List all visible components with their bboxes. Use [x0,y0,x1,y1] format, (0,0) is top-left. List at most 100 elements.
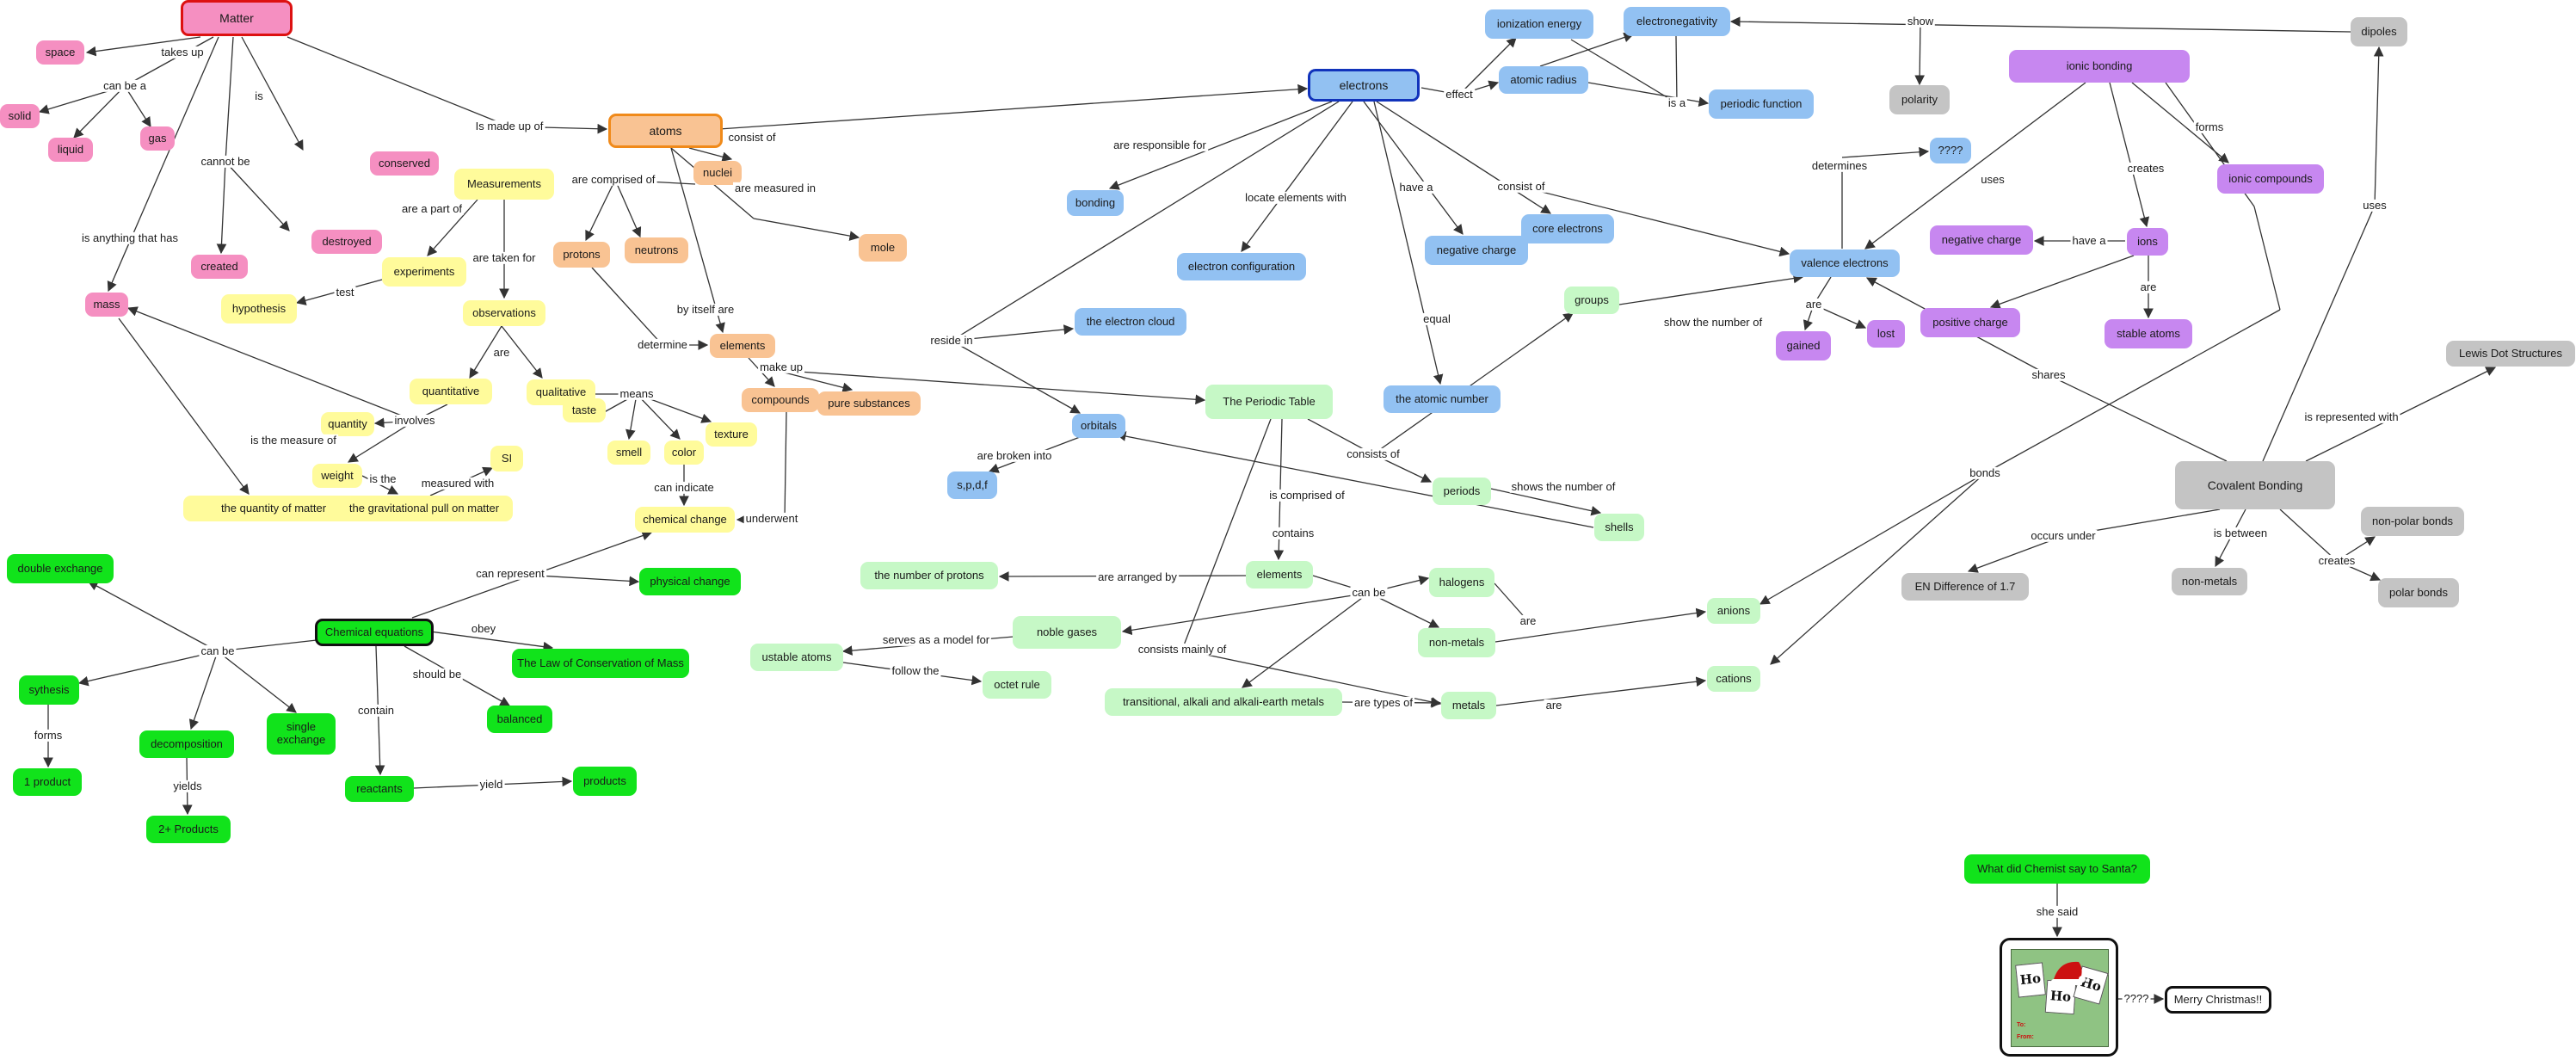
node-lost[interactable]: lost [1867,320,1905,348]
node-merry-christmas[interactable]: Merry Christmas!! [2165,986,2271,1014]
node-two-products[interactable]: 2+ Products [146,816,231,843]
node-groups[interactable]: groups [1564,287,1619,314]
node-ionic-compounds[interactable]: ionic compounds [2217,164,2324,194]
node-nonmetals-green[interactable]: non-metals [1418,628,1495,657]
node-octet-rule[interactable]: octet rule [983,671,1051,699]
node-destroyed[interactable]: destroyed [311,230,382,254]
node-created[interactable]: created [191,255,248,279]
node-atomic-radius[interactable]: atomic radius [1499,66,1588,94]
node-gas[interactable]: gas [140,126,175,151]
node-dipoles[interactable]: dipoles [2351,17,2407,46]
node-nonpolar-bonds[interactable]: non-polar bonds [2361,507,2464,536]
node-christmas-card[interactable]: Ho Ho Ho To: From: [2000,938,2118,1057]
edge-atoms-electrons [718,83,1309,130]
node-nonmetals-covalent[interactable]: non-metals [2172,568,2247,595]
node-matter[interactable]: Matter [181,0,293,36]
node-si[interactable]: SI [490,446,523,471]
node-pure-substances[interactable]: pure substances [817,391,921,416]
node-liquid[interactable]: liquid [48,138,93,162]
node-spdf[interactable]: s,p,d,f [947,471,997,499]
node-number-of-protons[interactable]: the number of protons [860,562,998,589]
node-bonding[interactable]: bonding [1067,190,1124,216]
node-nuclei[interactable]: nuclei [693,161,742,185]
node-solid[interactable]: solid [0,104,40,128]
node-mole[interactable]: mole [859,234,907,262]
edge-determines-qqqq [1841,146,1930,158]
node-compounds[interactable]: compounds [742,388,819,412]
node-ionization-energy[interactable]: ionization energy [1485,9,1593,39]
node-quantity-of-matter[interactable]: the quantity of matter [183,496,364,521]
node-decomposition[interactable]: decomposition [139,730,234,758]
node-transitional-metals[interactable]: transitional, alkali and alkali-earth me… [1105,688,1342,716]
node-measurements[interactable]: Measurements [454,169,554,200]
node-polarity[interactable]: polarity [1889,85,1950,114]
node-electron-configuration[interactable]: electron configuration [1177,253,1306,280]
node-lewis-dot-structures[interactable]: Lewis Dot Structures [2446,341,2575,367]
node-protons[interactable]: protons [553,242,610,268]
node-texture[interactable]: texture [706,422,757,447]
node-metals[interactable]: metals [1441,692,1496,719]
node-ionic-bonding[interactable]: ionic bonding [2009,50,2190,83]
node-one-product[interactable]: 1 product [13,768,82,796]
node-reactants[interactable]: reactants [345,776,414,802]
node-elements-green[interactable]: elements [1246,561,1313,589]
node-question-marks[interactable]: ???? [1930,138,1971,163]
node-products[interactable]: products [573,767,637,796]
node-valence-electrons[interactable]: valence electrons [1790,250,1900,277]
node-quantitative[interactable]: quantitative [410,379,492,404]
node-chemical-equations[interactable]: Chemical equations [315,619,434,646]
node-core-electrons[interactable]: core electrons [1521,214,1614,243]
node-atomic-number[interactable]: the atomic number [1384,385,1501,413]
node-electronegativity[interactable]: electronegativity [1624,7,1730,36]
edge-chemeq-conservation [429,631,554,652]
node-stable-atoms[interactable]: stable atoms [2105,319,2192,348]
node-ions[interactable]: ions [2127,228,2168,256]
node-periods[interactable]: periods [1433,478,1491,505]
node-balanced[interactable]: balanced [487,706,552,733]
node-electron-cloud[interactable]: the electron cloud [1075,308,1186,336]
label-make-up: make up [758,360,804,374]
node-conservation-law[interactable]: The Law of Conservation of Mass [512,649,689,678]
label-is-between: is between [2211,526,2270,540]
node-neutrons[interactable]: neutrons [625,237,688,263]
node-polar-bonds[interactable]: polar bonds [2378,578,2459,607]
node-en-difference[interactable]: EN Difference of 1.7 [1901,573,2029,601]
node-anions[interactable]: anions [1707,598,1760,624]
node-gravitational-pull[interactable]: the gravitational pull on matter [336,496,513,521]
node-color[interactable]: color [664,441,704,465]
node-noble-gases[interactable]: noble gases [1013,616,1121,649]
node-gained[interactable]: gained [1776,331,1831,361]
node-conserved[interactable]: conserved [370,151,439,176]
node-shells[interactable]: shells [1594,514,1644,541]
node-physical-change[interactable]: physical change [639,568,741,595]
node-synthesis[interactable]: sythesis [19,675,79,705]
node-double-exchange[interactable]: double exchange [7,554,114,583]
label-are-broken-into: are broken into [975,448,1054,463]
node-chemical-change[interactable]: chemical change [635,507,735,533]
node-experiments[interactable]: experiments [382,257,466,287]
node-positive-charge[interactable]: positive charge [1920,308,2020,337]
node-santa-question[interactable]: What did Chemist say to Santa? [1964,854,2150,884]
node-negative-charge-electron[interactable]: negative charge [1425,236,1528,265]
node-single-exchange[interactable]: single exchange [267,713,336,755]
node-cations[interactable]: cations [1707,666,1760,692]
node-elements-orange[interactable]: elements [710,334,775,358]
node-mass[interactable]: mass [85,293,128,317]
node-halogens[interactable]: halogens [1429,568,1494,597]
node-taste[interactable]: taste [563,398,606,422]
node-periodic-function[interactable]: periodic function [1709,89,1814,119]
node-negative-charge-ion[interactable]: negative charge [1930,225,2033,255]
node-quantity[interactable]: quantity [321,412,374,436]
node-atoms[interactable]: atoms [608,114,723,148]
node-observations[interactable]: observations [463,300,545,326]
node-unstable-atoms[interactable]: ustable atoms [750,644,843,671]
node-electrons[interactable]: electrons [1308,69,1420,102]
node-weight[interactable]: weight [312,464,362,488]
node-periodic-table[interactable]: The Periodic Table [1205,385,1333,419]
node-space[interactable]: space [36,40,84,65]
node-smell[interactable]: smell [607,441,650,465]
node-covalent-bonding[interactable]: Covalent Bonding [2175,461,2335,509]
node-orbitals[interactable]: orbitals [1072,414,1125,438]
node-hypothesis[interactable]: hypothesis [221,294,297,324]
label-is-comprised-of: is comprised of [1267,488,1347,502]
